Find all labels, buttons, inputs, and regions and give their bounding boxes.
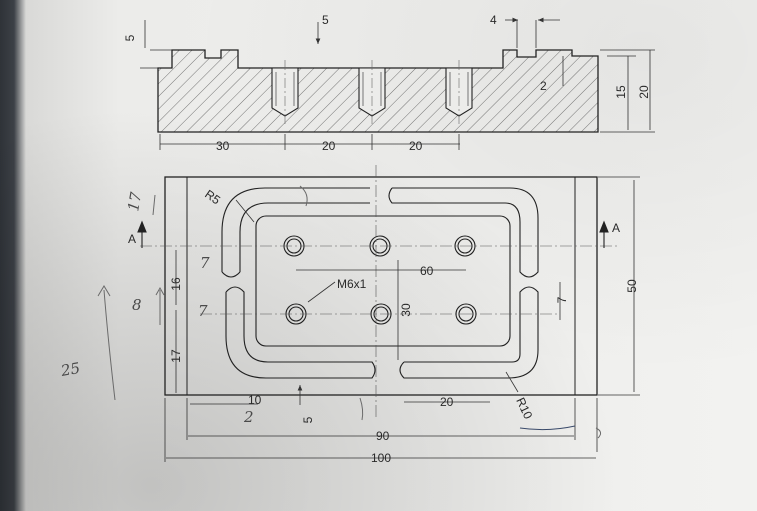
radius-5-label: R5 [202, 187, 223, 207]
dim-x-60: 60 [420, 264, 434, 278]
dim-x-20a: 20 [322, 139, 336, 153]
section-label-left: A [128, 232, 136, 246]
dim-y-17: 17 [169, 349, 183, 363]
plan-outline [164, 176, 598, 396]
dim-x-20b: 20 [409, 139, 423, 153]
section-view: 5 5 4 2 15 20 30 20 20 [123, 13, 655, 153]
hand-note-25: 25 [59, 359, 82, 380]
dim-groove-width: 4 [490, 13, 497, 27]
handwritten-notes: 17 7 7 8 25 2 [59, 185, 602, 439]
dim-x-90: 90 [376, 429, 390, 443]
thread-callout: M6x1 [337, 277, 367, 291]
dim-y-50: 50 [625, 279, 639, 293]
hand-note-17: 17 [124, 190, 145, 212]
section-arrows [137, 220, 609, 248]
radius-10-label: R10 [513, 395, 535, 421]
dim-x-20: 20 [440, 395, 454, 409]
dim-y-30: 30 [399, 303, 413, 317]
dim-y-7-right: 7 [555, 296, 569, 303]
dim-x-10: 10 [248, 393, 262, 407]
dim-groove-depth: 2 [540, 79, 547, 93]
dim-y-16: 16 [169, 277, 183, 291]
hand-note-2: 2 [243, 408, 254, 426]
dim-x-5: 5 [301, 416, 315, 423]
dim-x-100: 100 [371, 451, 391, 465]
plan-threaded-holes [283, 235, 477, 325]
hand-note-7a: 7 [200, 254, 210, 272]
dim-height-20: 20 [637, 85, 651, 99]
section-label-right: A [612, 221, 620, 235]
dim-slot-width: 5 [322, 13, 329, 27]
plan-grooves [221, 187, 539, 379]
dim-height-15: 15 [614, 85, 628, 99]
hand-note-8: 8 [132, 296, 142, 314]
hand-note-7b: 7 [198, 302, 208, 320]
dim-x-30: 30 [216, 139, 230, 153]
dim-top-slot-depth: 5 [123, 34, 137, 41]
plan-view: A A R5 M6x1 R10 60 30 50 16 17 7 10 5 20… [128, 165, 640, 465]
